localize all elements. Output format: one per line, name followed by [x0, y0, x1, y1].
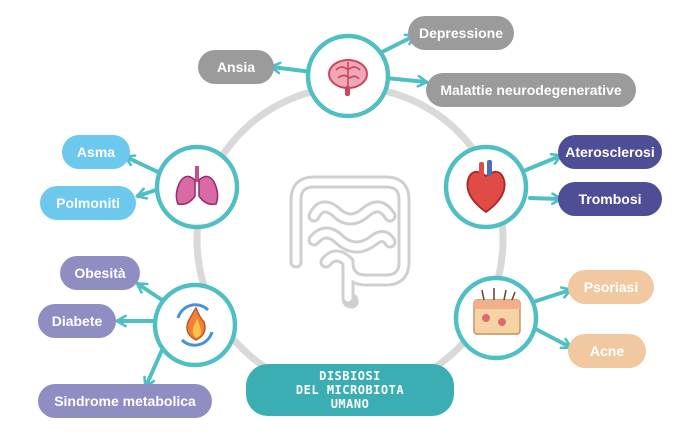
- metabolism-flame-icon: [176, 303, 214, 347]
- center-label-line-2: DEL MICROBIOTA: [295, 383, 405, 397]
- center-label-disbiosi: DISBIOSI DEL MICROBIOTA UMANO: [246, 364, 454, 416]
- center-label-line-1: DISBIOSI: [319, 369, 381, 383]
- arrow-to-obesita: [135, 282, 164, 302]
- label-aterosclerosi: Aterosclerosi: [558, 135, 662, 169]
- arrow-to-ansia: [269, 61, 314, 75]
- label-acne: Acne: [568, 334, 646, 368]
- connector-arrows: [115, 33, 573, 389]
- skin-node: [453, 275, 539, 361]
- intestine-icon-inner: [292, 178, 408, 302]
- label-depressione: Depressione: [408, 16, 514, 50]
- label-malattie-neurodegenerative: Malattie neurodegenerative: [426, 73, 636, 107]
- center-label-line-3: UMANO: [330, 397, 370, 411]
- arrow-to-acne: [528, 324, 573, 350]
- arrow-to-sindrome: [143, 348, 164, 389]
- label-sindrome-metabolica: Sindrome metabolica: [38, 384, 212, 418]
- label-ansia: Ansia: [198, 50, 274, 84]
- heart-icon: [466, 160, 506, 214]
- brain-icon: [328, 59, 368, 96]
- label-polmoniti: Polmoniti: [40, 186, 136, 220]
- arrow-to-asma: [123, 154, 160, 174]
- arrow-to-polmoniti: [135, 187, 158, 200]
- lungs-icon: [175, 166, 219, 206]
- label-diabete: Diabete: [38, 304, 116, 338]
- arrow-to-psoriasi: [528, 286, 573, 305]
- lungs-node: [154, 144, 240, 230]
- metabolism-node: [152, 282, 238, 368]
- heart-node: [443, 144, 529, 230]
- label-obesita: Obesità: [60, 256, 140, 290]
- arrow-to-malattie: [384, 74, 429, 88]
- brain-node: [305, 33, 391, 119]
- arrow-to-trombosi: [528, 192, 563, 206]
- arrow-to-aterosclerosi: [524, 152, 563, 172]
- label-psoriasi: Psoriasi: [568, 270, 654, 304]
- label-trombosi: Trombosi: [558, 182, 662, 216]
- skin-icon: [473, 288, 521, 335]
- label-asma: Asma: [62, 135, 130, 169]
